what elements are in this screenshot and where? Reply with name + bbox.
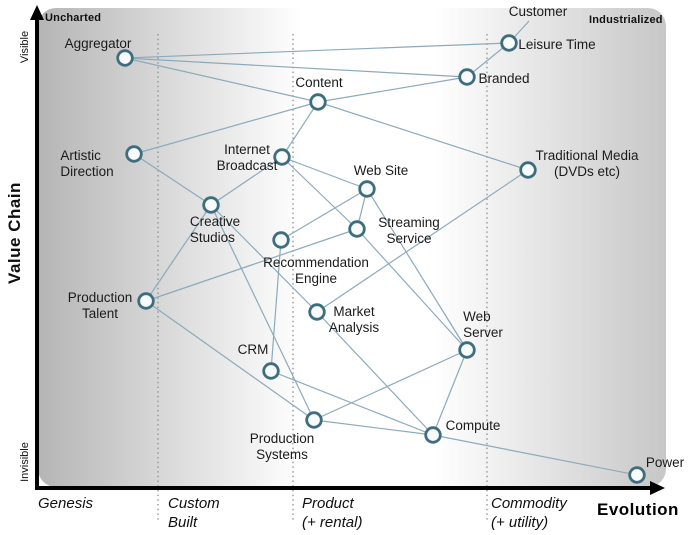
edge-artistic-direction--creative-studios <box>133 153 212 206</box>
edge-internet-broadcast--web-site <box>281 156 368 190</box>
edge-web-server--compute <box>432 349 468 436</box>
edge-web-site--web-server <box>366 188 468 351</box>
node-internet-broadcast[interactable] <box>273 148 291 166</box>
edge-streaming-service--web-server <box>356 228 468 351</box>
edge-aggregator--branded <box>124 57 468 78</box>
edge-content--traditional-media <box>317 101 529 171</box>
edge-internet-broadcast--streaming-service <box>281 156 358 230</box>
node-crm[interactable] <box>262 362 280 380</box>
edge-creative-studios--market-analysis <box>210 204 318 313</box>
edge-recommendation-engine--crm <box>270 239 282 372</box>
node-production-talent[interactable] <box>137 292 155 310</box>
edge-streaming-service--production-talent <box>145 228 358 302</box>
node-market-analysis[interactable] <box>308 303 326 321</box>
edge-market-analysis--compute <box>316 311 434 436</box>
edge-creative-studios--internet-broadcast <box>210 156 283 206</box>
edge-traditional-media--market-analysis <box>316 169 529 313</box>
node-artistic-direction[interactable] <box>125 145 143 163</box>
y-axis-arrow-icon <box>30 5 44 20</box>
node-web-server[interactable] <box>458 341 476 359</box>
edge-branded--content <box>317 76 468 103</box>
edge-leisure-time--branded <box>466 42 510 78</box>
edge-production-systems--compute <box>313 419 434 436</box>
evolution-dividers <box>157 34 488 520</box>
node-compute[interactable] <box>424 426 442 444</box>
plot-background <box>38 8 666 487</box>
node-power[interactable] <box>628 466 646 484</box>
node-leisure-time[interactable] <box>500 34 518 52</box>
node-streaming-service[interactable] <box>348 220 366 238</box>
node-production-systems[interactable] <box>305 411 323 429</box>
value-chain-edges <box>124 20 638 476</box>
edge-creative-studios--production-systems <box>210 204 315 421</box>
node-content[interactable] <box>309 93 327 111</box>
x-axis-arrow-icon <box>650 481 665 495</box>
node-creative-studios[interactable] <box>202 196 220 214</box>
edge-content--artistic-direction <box>133 101 319 155</box>
node-aggregator[interactable] <box>116 49 134 67</box>
edge-leisure-time--aggregator <box>124 42 510 59</box>
edge-production-systems--web-server <box>313 349 468 421</box>
edge-compute--power <box>432 434 638 476</box>
edge-production-talent--production-systems <box>145 300 315 421</box>
edge-web-site--recommendation-engine <box>280 188 368 241</box>
node-traditional-media[interactable] <box>519 161 537 179</box>
node-web-site[interactable] <box>358 180 376 198</box>
edge-content--internet-broadcast <box>281 101 319 158</box>
component-nodes <box>116 34 646 484</box>
node-branded[interactable] <box>458 68 476 86</box>
edge-creative-studios--production-talent <box>145 204 212 302</box>
node-recommendation-engine[interactable] <box>272 231 290 249</box>
edge-aggregator--content <box>124 57 319 103</box>
